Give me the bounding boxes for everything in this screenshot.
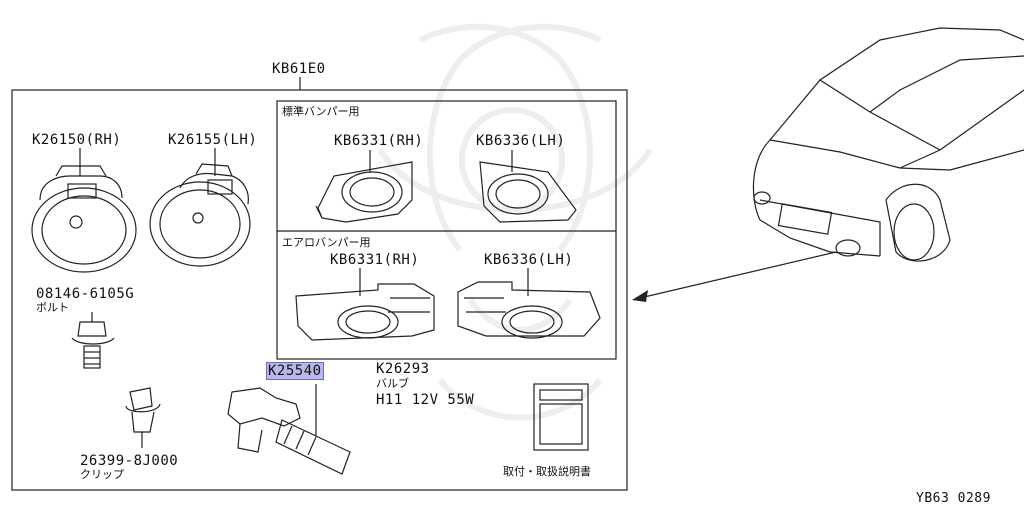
standard-bezel-lh-code[interactable]: KB6336(LH) (476, 133, 566, 149)
bulb-spec: H11 12V 55W (376, 392, 475, 408)
aero-bezel-lh-code[interactable]: KB6336(LH) (484, 252, 574, 268)
aero-bezel-rh-code[interactable]: KB6331(RH) (330, 252, 420, 268)
diagram-id: YB63 0289 (916, 491, 991, 506)
socket-code-highlighted[interactable]: K25540 (266, 362, 324, 380)
manual-label[interactable]: 取付・取扱説明書 (503, 465, 591, 478)
fog-lamp-rh-code[interactable]: K26150(RH) (32, 132, 122, 148)
clip-name: クリップ (80, 468, 124, 481)
bolt-name: ボルト (36, 301, 69, 314)
standard-bezel-rh-code[interactable]: KB6331(RH) (334, 133, 424, 149)
bulb-name: バルブ (376, 377, 409, 390)
fog-lamp-lh-code[interactable]: K26155(LH) (168, 132, 258, 148)
clip-code[interactable]: 26399-8J000 (80, 453, 179, 469)
bulb-code[interactable]: K26293 (376, 361, 430, 377)
aero-bumper-label: エアロバンパー用 (282, 236, 371, 249)
standard-bumper-label: 標準バンパー用 (282, 105, 360, 118)
bolt-code[interactable]: 08146-6105G (36, 286, 135, 302)
assembly-code[interactable]: KB61E0 (272, 61, 326, 77)
